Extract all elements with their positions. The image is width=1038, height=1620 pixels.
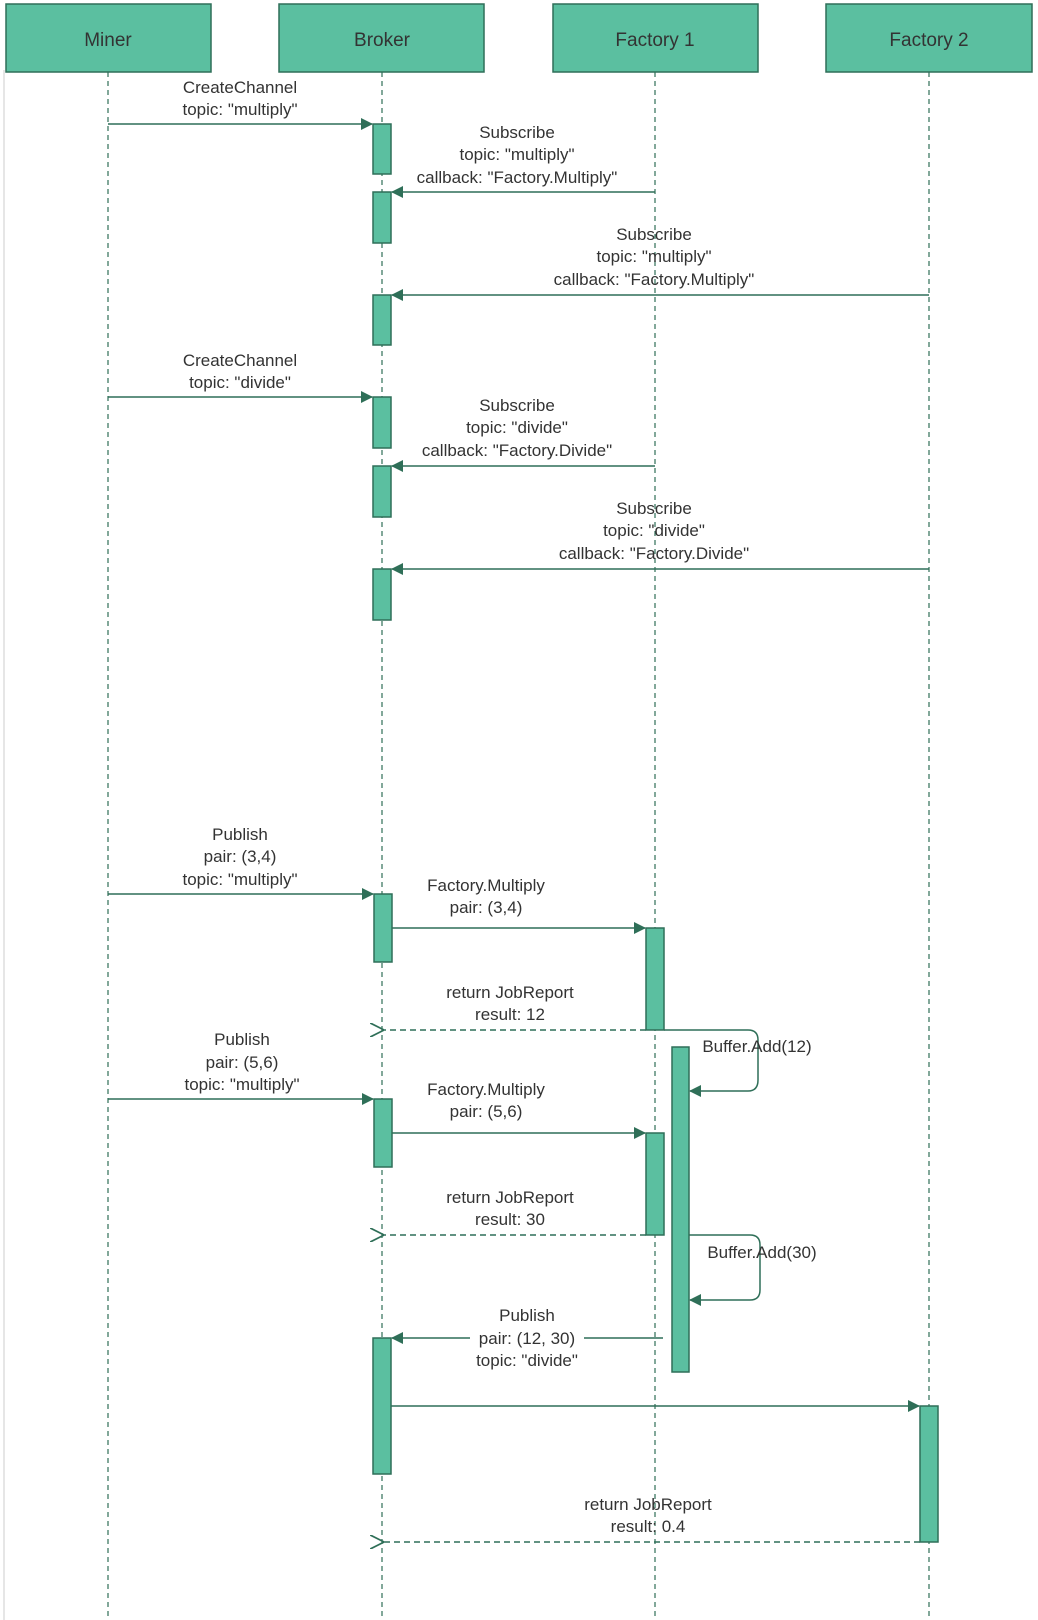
message-label: Subscribe	[616, 499, 692, 518]
message-publish-12-30: Publish pair: (12, 30) topic: "divide"	[391, 1306, 663, 1370]
message-return-jobreport-30: return JobReport result: 30	[383, 1188, 646, 1235]
message-label: CreateChannel	[183, 351, 297, 370]
message-label: Publish	[212, 825, 268, 844]
activation-bar	[372, 1337, 392, 1475]
participant-box	[5, 3, 212, 73]
message-label: Buffer.Add(30)	[707, 1243, 816, 1262]
message-label: Factory.Multiply	[427, 1080, 545, 1099]
activation-bar	[919, 1405, 939, 1543]
message-label: Subscribe	[616, 225, 692, 244]
message-label: callback: "Factory.Multiply"	[554, 270, 755, 289]
message-label: Publish	[214, 1030, 270, 1049]
message-label: topic: "multiply"	[596, 247, 711, 266]
message-label: pair: (5,6)	[206, 1053, 279, 1072]
message-publish-3-4: Publish pair: (3,4) topic: "multiply"	[108, 825, 374, 900]
message-label: Factory.Multiply	[427, 876, 545, 895]
activation-bar	[372, 294, 392, 346]
message-label: pair: (3,4)	[450, 898, 523, 917]
message-label: topic: "multiply"	[459, 145, 574, 164]
message-factory-multiply-5-6: Factory.Multiply pair: (5,6)	[392, 1080, 646, 1139]
participant-factory1: Factory 1	[552, 3, 759, 73]
message-label: callback: "Factory.Multiply"	[417, 168, 618, 187]
message-label: result: 0.4	[611, 1517, 686, 1536]
activation-bar	[372, 191, 392, 244]
activation-bar	[372, 123, 392, 175]
message-label: pair: (3,4)	[204, 847, 277, 866]
activation-bar	[372, 465, 392, 518]
message-label: Subscribe	[479, 396, 555, 415]
activation-bar	[645, 927, 665, 1031]
message-label: result: 30	[475, 1210, 545, 1229]
participant-label: Factory 1	[615, 30, 694, 51]
self-call-arrow	[664, 1029, 759, 1097]
message-buffer-add-30: Buffer.Add(30)	[689, 1234, 817, 1306]
message-return-jobreport-0-4: return JobReport result: 0.4	[383, 1495, 920, 1542]
message-label: Buffer.Add(12)	[702, 1037, 811, 1056]
message-label: Subscribe	[479, 123, 555, 142]
message-buffer-add-12: Buffer.Add(12)	[664, 1029, 812, 1097]
message-label: pair: (5,6)	[450, 1102, 523, 1121]
message-factory1-subscribe-divide: Subscribe topic: "divide" callback: "Fac…	[391, 396, 655, 472]
activation-bar	[372, 568, 392, 621]
message-label: callback: "Factory.Divide"	[422, 441, 612, 460]
message-publish-5-6: Publish pair: (5,6) topic: "multiply"	[108, 1030, 374, 1105]
message-label: topic: "divide"	[603, 521, 705, 540]
message-label: Publish	[499, 1306, 555, 1325]
participant-factory2: Factory 2	[825, 3, 1033, 73]
message-label: pair: (12, 30)	[479, 1329, 575, 1348]
message-factory-multiply-3-4: Factory.Multiply pair: (3,4)	[392, 876, 646, 934]
participant-box	[278, 3, 485, 73]
activation-bar	[645, 1132, 665, 1236]
activation-bar	[373, 893, 393, 963]
message-create-channel-multiply: CreateChannel topic: "multiply"	[108, 78, 373, 130]
activation-bar	[671, 1046, 690, 1373]
message-factory2-subscribe-multiply: Subscribe topic: "multiply" callback: "F…	[391, 225, 929, 301]
message-label: return JobReport	[446, 1188, 574, 1207]
message-label: topic: "divide"	[466, 418, 568, 437]
message-label: topic: "divide"	[476, 1351, 578, 1370]
activation-bars	[372, 123, 939, 1543]
self-call-arrow	[689, 1234, 761, 1306]
activation-bar	[373, 1098, 393, 1168]
message-label: topic: "multiply"	[182, 870, 297, 889]
activation-bar	[372, 396, 392, 449]
message-label: result: 12	[475, 1005, 545, 1024]
label-background	[470, 1328, 584, 1348]
message-label: topic: "multiply"	[182, 100, 297, 119]
participant-label: Broker	[354, 30, 411, 51]
message-label: topic: "divide"	[189, 373, 291, 392]
message-create-channel-divide: CreateChannel topic: "divide"	[108, 351, 373, 403]
participant-miner: Miner	[5, 3, 212, 73]
message-factory2-subscribe-divide: Subscribe topic: "divide" callback: "Fac…	[391, 499, 929, 575]
message-label: callback: "Factory.Divide"	[559, 544, 749, 563]
participant-box	[825, 3, 1033, 73]
message-label: return JobReport	[584, 1495, 712, 1514]
message-label: return JobReport	[446, 983, 574, 1002]
message-label: topic: "multiply"	[184, 1075, 299, 1094]
message-label: CreateChannel	[183, 78, 297, 97]
participant-broker: Broker	[278, 3, 485, 73]
participant-label: Miner	[84, 30, 132, 51]
participant-box	[552, 3, 759, 73]
participant-label: Factory 2	[889, 30, 968, 51]
message-return-jobreport-12: return JobReport result: 12	[383, 983, 646, 1030]
message-factory1-subscribe-multiply: Subscribe topic: "multiply" callback: "F…	[391, 123, 655, 198]
